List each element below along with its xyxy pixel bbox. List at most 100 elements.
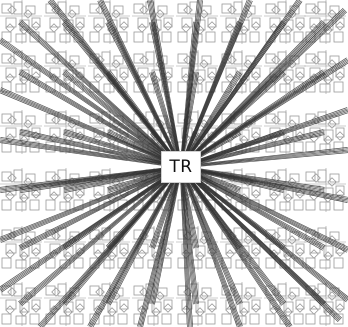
cell-box	[208, 300, 216, 309]
cell-box	[306, 142, 315, 152]
cell-diamond	[336, 22, 344, 30]
cell-box	[76, 300, 84, 309]
cell-box	[294, 32, 303, 42]
cell-box	[318, 52, 326, 64]
cell-box	[178, 314, 187, 324]
cell-box	[2, 200, 11, 210]
cell-box	[60, 202, 70, 210]
cell-box	[94, 18, 104, 27]
cell-diamond	[226, 24, 234, 32]
cell-diamond	[208, 304, 216, 312]
cell-box	[320, 316, 330, 324]
cell-box	[334, 82, 343, 92]
center-node-tr[interactable]: TR	[161, 151, 201, 183]
cell-box	[162, 314, 171, 324]
cell-diamond	[296, 72, 304, 80]
cell-box	[6, 128, 16, 137]
cell-box	[120, 18, 128, 27]
cell-box	[178, 32, 187, 42]
cell-tile	[220, 282, 262, 326]
cell-diamond	[336, 132, 344, 140]
routing-wire	[92, 168, 182, 327]
cell-box	[280, 144, 290, 152]
cell-diamond	[32, 190, 40, 198]
cell-box	[310, 244, 320, 253]
cell-diamond	[138, 24, 146, 32]
cell-box	[118, 314, 127, 324]
cell-diamond	[310, 250, 318, 258]
cell-box	[278, 284, 286, 296]
cell-diamond	[252, 248, 260, 256]
cell-box	[192, 316, 202, 324]
cell-box	[2, 82, 11, 92]
cell-box	[162, 32, 171, 42]
cell-box	[334, 32, 343, 42]
cell-box	[266, 314, 275, 324]
cell-box	[2, 258, 11, 268]
cell-diamond	[32, 22, 40, 30]
cell-box	[120, 300, 128, 309]
cell-diamond	[32, 304, 40, 312]
cell-box	[16, 202, 26, 210]
cell-box	[32, 18, 40, 27]
cell-box	[206, 258, 215, 268]
cell-diamond	[94, 24, 102, 32]
routing-wire	[181, 60, 348, 167]
cell-diamond	[6, 24, 14, 32]
cell-box	[164, 300, 172, 309]
cell-box	[74, 314, 83, 324]
cell-diamond	[76, 22, 84, 30]
cell-box	[46, 32, 55, 42]
cell-box	[320, 202, 330, 210]
cell-box	[222, 314, 231, 324]
cell-box	[318, 170, 326, 182]
cell-box	[296, 68, 304, 77]
cell-box	[250, 32, 259, 42]
cell-box	[76, 18, 84, 27]
cell-box	[32, 244, 40, 253]
cell-box	[32, 68, 40, 77]
cell-box	[278, 2, 286, 14]
cell-box	[296, 18, 304, 27]
cell-box	[294, 142, 303, 152]
cell-box	[318, 2, 326, 14]
cell-box	[252, 186, 260, 195]
cell-box	[182, 300, 192, 309]
cell-box	[208, 18, 216, 27]
cell-diamond	[336, 72, 344, 80]
cell-box	[94, 186, 104, 195]
cell-diamond	[252, 72, 260, 80]
cell-box	[320, 34, 330, 42]
cell-box	[294, 314, 303, 324]
cell-diamond	[32, 248, 40, 256]
cell-box	[104, 316, 114, 324]
cell-box	[50, 18, 60, 27]
cell-diamond	[6, 306, 14, 314]
cell-diamond	[6, 250, 14, 258]
cell-box	[278, 170, 286, 182]
cell-diamond	[270, 192, 278, 200]
cell-box	[134, 32, 143, 42]
cell-box	[320, 260, 330, 268]
cell-diamond	[182, 24, 190, 32]
cell-box	[226, 18, 236, 27]
cell-box	[60, 316, 70, 324]
cell-diamond	[76, 304, 84, 312]
cell-box	[306, 200, 315, 210]
cell-box	[30, 200, 39, 210]
cell-diamond	[50, 24, 58, 32]
cell-diamond	[252, 304, 260, 312]
cell-box	[46, 200, 55, 210]
cell-box	[50, 128, 60, 137]
cell-box	[120, 244, 128, 253]
cell-box	[278, 112, 286, 124]
cell-box	[280, 84, 290, 92]
cell-diamond	[226, 250, 234, 258]
cell-box	[206, 32, 215, 42]
cell-box	[164, 18, 172, 27]
cell-diamond	[120, 72, 128, 80]
cell-box	[14, 170, 22, 182]
cell-box	[58, 284, 66, 296]
cell-diamond	[164, 304, 172, 312]
